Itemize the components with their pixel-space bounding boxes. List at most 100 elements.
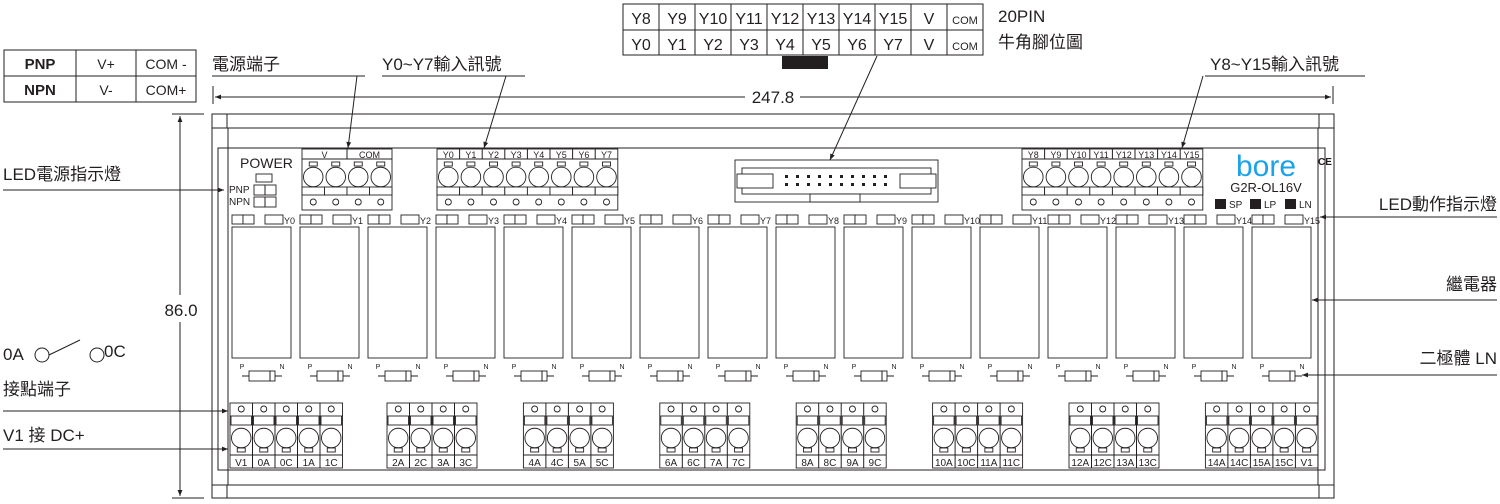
relay bbox=[1183, 226, 1244, 359]
terminal-screw[interactable] bbox=[1158, 166, 1180, 188]
output-terminal-label: 14A bbox=[1208, 458, 1226, 469]
terminal-screw[interactable] bbox=[410, 427, 431, 449]
pin-cell: Y15 bbox=[879, 11, 908, 28]
relay bbox=[911, 226, 972, 359]
terminal-screw[interactable] bbox=[978, 427, 1000, 449]
terminal-screw[interactable] bbox=[1090, 166, 1112, 188]
terminal-screw[interactable] bbox=[1137, 427, 1158, 449]
terminal-screw[interactable] bbox=[1228, 427, 1250, 449]
terminal-screw[interactable] bbox=[569, 427, 590, 449]
terminal-screw[interactable] bbox=[321, 427, 342, 449]
terminal-screw[interactable] bbox=[1092, 427, 1113, 449]
pin-cell: Y6 bbox=[847, 37, 867, 54]
diode-n-label: N bbox=[891, 364, 896, 371]
terminal-screw[interactable] bbox=[388, 427, 409, 449]
terminal-screw[interactable] bbox=[660, 427, 682, 449]
callout-relay: 繼電器 bbox=[1446, 275, 1497, 294]
diode-p-label: P bbox=[988, 364, 993, 371]
terminal-screw[interactable] bbox=[1296, 427, 1317, 449]
diode-p-label: P bbox=[1192, 364, 1197, 371]
relay-label: Y13 bbox=[1168, 216, 1184, 226]
terminal-screw[interactable] bbox=[524, 427, 545, 449]
terminal-screw[interactable] bbox=[591, 427, 613, 449]
terminal-screw[interactable] bbox=[683, 427, 704, 449]
terminal-screw[interactable] bbox=[325, 166, 346, 188]
callout-power-terminal: 電源端子 bbox=[212, 55, 280, 74]
terminal-screw[interactable] bbox=[596, 166, 617, 188]
diode-p-label: P bbox=[920, 364, 925, 371]
relay-label: Y1 bbox=[352, 216, 363, 226]
terminal-screw[interactable] bbox=[505, 166, 527, 188]
terminal-screw[interactable] bbox=[231, 427, 252, 449]
terminal-screw[interactable] bbox=[433, 427, 454, 449]
terminal-screw[interactable] bbox=[1001, 427, 1022, 449]
output-terminal-label: 10C bbox=[957, 458, 975, 469]
action-led bbox=[1216, 214, 1236, 225]
terminal-screw[interactable] bbox=[1045, 166, 1067, 188]
diode-p-label: P bbox=[716, 364, 721, 371]
switch-symbol: 0A 0C bbox=[3, 339, 126, 364]
terminal-screw[interactable] bbox=[483, 166, 504, 188]
terminal-screw[interactable] bbox=[455, 427, 476, 449]
action-led bbox=[536, 214, 556, 225]
terminal-screw[interactable] bbox=[1070, 427, 1091, 449]
terminal-screw[interactable] bbox=[438, 166, 459, 188]
terminal-screw[interactable] bbox=[253, 427, 274, 449]
terminal-screw[interactable] bbox=[546, 427, 568, 449]
terminal-screw[interactable] bbox=[797, 427, 818, 449]
20pin-connector[interactable] bbox=[734, 159, 939, 203]
relay bbox=[979, 226, 1040, 359]
terminal-screw[interactable] bbox=[1115, 427, 1136, 449]
terminal-screw[interactable] bbox=[956, 427, 977, 449]
terminal-screw[interactable] bbox=[460, 166, 482, 188]
terminal-screw[interactable] bbox=[705, 427, 727, 449]
terminal-screw[interactable] bbox=[819, 427, 841, 449]
terminal-screw[interactable] bbox=[1068, 166, 1089, 188]
output-terminal-label: 5A bbox=[574, 458, 587, 469]
pin-cell: Y1 bbox=[667, 37, 687, 54]
dimension-height: 86.0 bbox=[164, 301, 197, 320]
output-terminal-label: 15C bbox=[1275, 458, 1293, 469]
diode-n-label: N bbox=[347, 364, 352, 371]
diode-n-label: N bbox=[551, 364, 556, 371]
terminal-screw[interactable] bbox=[1136, 166, 1157, 188]
terminal-screw[interactable] bbox=[298, 427, 319, 449]
diode-n-label: N bbox=[415, 364, 420, 371]
output-terminal-label: 4A bbox=[529, 458, 542, 469]
terminal-screw[interactable] bbox=[1251, 427, 1272, 449]
action-led bbox=[400, 214, 420, 225]
terminal-screw[interactable] bbox=[528, 166, 549, 188]
terminal-screw[interactable] bbox=[1206, 427, 1227, 449]
action-led bbox=[1080, 214, 1100, 225]
terminal-screw[interactable] bbox=[1023, 166, 1044, 188]
terminal-screw[interactable] bbox=[842, 427, 863, 449]
terminal-screw[interactable] bbox=[370, 166, 391, 188]
terminal-screw[interactable] bbox=[348, 166, 369, 188]
relay-label: Y12 bbox=[1100, 216, 1116, 226]
terminal-screw[interactable] bbox=[1273, 427, 1295, 449]
pnp-label: PNP bbox=[229, 185, 250, 196]
action-led bbox=[944, 214, 964, 225]
terminal-screw[interactable] bbox=[551, 166, 572, 188]
terminal-label: Y10 bbox=[1070, 150, 1086, 160]
terminal-label: Y12 bbox=[1116, 150, 1132, 160]
terminal-screw[interactable] bbox=[864, 427, 886, 449]
relay bbox=[1115, 226, 1176, 359]
indicator-ln-icon bbox=[1285, 199, 1296, 209]
terminal-screw[interactable] bbox=[728, 427, 749, 449]
terminal-screw[interactable] bbox=[303, 166, 324, 188]
power-label: POWER bbox=[240, 155, 293, 171]
callout-input-y8-y15: Y8~Y15輸入訊號 bbox=[1210, 55, 1339, 74]
terminal-screw[interactable] bbox=[933, 427, 955, 449]
terminal-screw[interactable] bbox=[1113, 166, 1134, 188]
terminal-screw[interactable] bbox=[573, 166, 595, 188]
terminal-screw[interactable] bbox=[1181, 166, 1202, 188]
terminal-screw[interactable] bbox=[276, 427, 297, 449]
